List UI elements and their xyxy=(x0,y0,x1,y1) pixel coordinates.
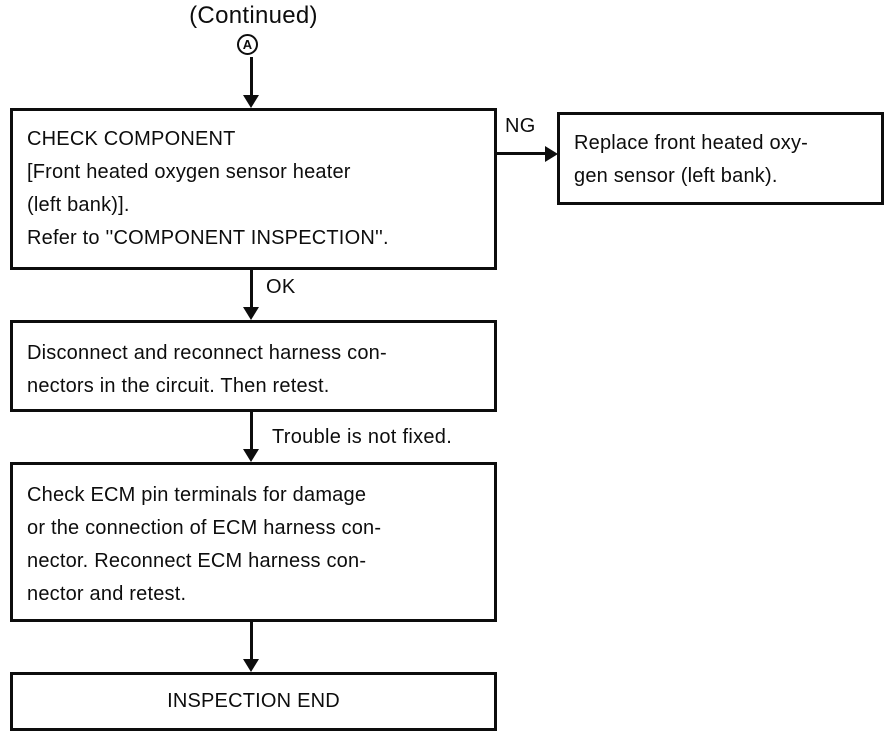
reconnect-harness-line-2: nectors in the circuit. Then retest. xyxy=(27,375,330,397)
reconnect-harness-box: Disconnect and reconnect harness con- ne… xyxy=(10,320,497,412)
arrow-line-ecm-to-end xyxy=(250,622,253,660)
inspection-end-label: INSPECTION END xyxy=(167,690,340,712)
check-ecm-line-4: nector and retest. xyxy=(27,583,187,605)
inspection-end-box: INSPECTION END xyxy=(10,672,497,731)
arrowhead-a-to-check xyxy=(243,95,259,108)
arrowhead-harness-to-ecm xyxy=(243,449,259,462)
replace-sensor-line-1: Replace front heated oxy- xyxy=(574,132,809,154)
check-ecm-line-3: nector. Reconnect ECM harness con- xyxy=(27,550,367,572)
ok-edge-label: OK xyxy=(266,276,296,298)
arrowhead-ecm-to-end xyxy=(243,659,259,672)
ng-arrow-line xyxy=(497,152,545,155)
check-component-box: CHECK COMPONENT [Front heated oxygen sen… xyxy=(10,108,497,270)
check-component-line-3: (left bank)]. xyxy=(27,194,130,216)
check-component-line-4: Refer to ''COMPONENT INSPECTION''. xyxy=(27,227,389,249)
ng-arrowhead xyxy=(545,146,558,162)
replace-sensor-line-2: gen sensor (left bank). xyxy=(574,165,778,187)
trouble-edge-label: Trouble is not fixed. xyxy=(272,426,453,448)
ng-edge-label: NG xyxy=(505,115,536,137)
arrow-line-check-to-harness xyxy=(250,270,253,308)
continued-label: (Continued) xyxy=(189,2,318,29)
check-ecm-box: Check ECM pin terminals for damage or th… xyxy=(10,462,497,622)
reconnect-harness-line-1: Disconnect and reconnect harness con- xyxy=(27,342,387,364)
check-component-line-2: [Front heated oxygen sensor heater xyxy=(27,161,351,183)
check-ecm-line-1: Check ECM pin terminals for damage xyxy=(27,484,367,506)
check-component-line-1: CHECK COMPONENT xyxy=(27,128,236,150)
arrowhead-check-to-harness xyxy=(243,307,259,320)
connector-a-badge: A xyxy=(237,34,258,55)
check-ecm-line-2: or the connection of ECM harness con- xyxy=(27,517,382,539)
arrow-line-a-to-check xyxy=(250,57,253,96)
arrow-line-harness-to-ecm xyxy=(250,412,253,450)
connector-a-label: A xyxy=(242,37,253,52)
replace-sensor-box: Replace front heated oxy- gen sensor (le… xyxy=(557,112,884,205)
